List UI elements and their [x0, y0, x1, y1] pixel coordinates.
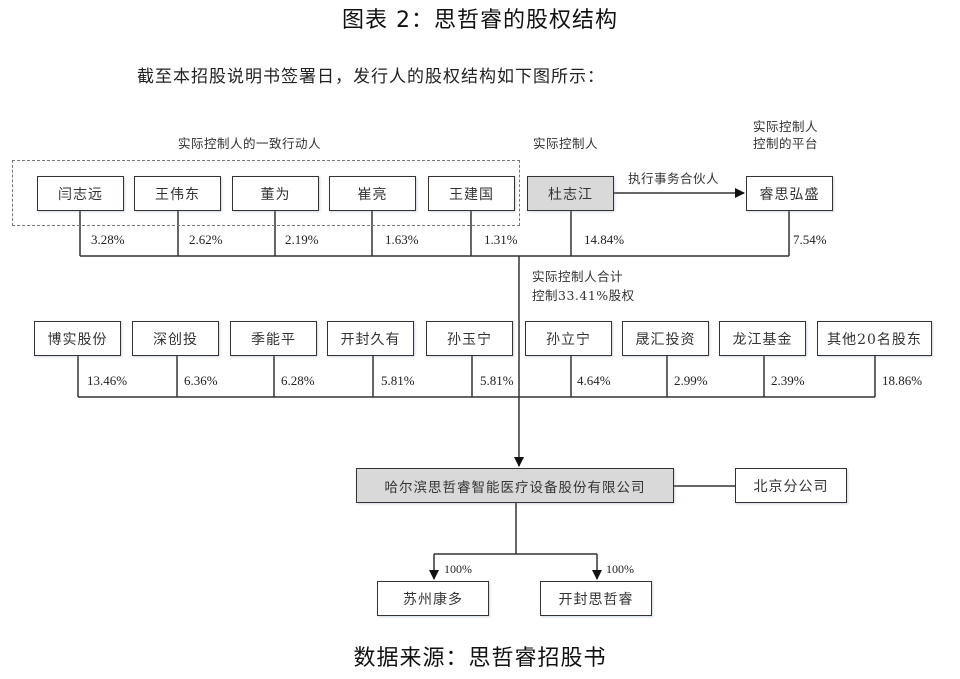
shareholder-box: 晟汇投资 — [622, 321, 709, 356]
stake-percent: 1.63% — [385, 232, 419, 247]
shareholder-box: 孙玉宁 — [426, 321, 513, 356]
shareholder-box: 董为 — [232, 176, 319, 211]
subsidiary-box: 苏州康多 — [377, 581, 489, 616]
shareholder-box: 龙江基金 — [719, 321, 806, 356]
controller-label: 实际控制人 — [533, 136, 599, 151]
stake-percent: 3.28% — [91, 232, 125, 247]
shareholder-box: 其他20名股东 — [817, 321, 932, 356]
stake-percent: 18.86% — [882, 373, 923, 388]
shareholder-box: 博实股份 — [34, 321, 121, 356]
total-control-line1: 实际控制人合计 — [532, 269, 624, 284]
shareholder-box: 孙立宁 — [525, 321, 612, 356]
stake-percent: 7.54% — [793, 232, 827, 247]
stake-percent: 2.39% — [771, 373, 805, 388]
shareholder-box: 深创投 — [132, 321, 219, 356]
stake-percent: 2.62% — [189, 232, 223, 247]
figure-title: 图表 2：思哲睿的股权结构 — [342, 8, 618, 33]
concert-parties-group — [12, 160, 520, 226]
shareholder-box: 季能平 — [230, 321, 317, 356]
stake-percent: 4.64% — [577, 373, 611, 388]
subsidiary-percent: 100% — [606, 562, 634, 576]
stake-percent: 14.84% — [584, 232, 625, 247]
branch-box: 北京分公司 — [735, 468, 847, 503]
intro-text: 截至本招股说明书签署日，发行人的股权结构如下图所示： — [137, 67, 605, 87]
shareholder-box: 王伟东 — [134, 176, 221, 211]
shareholder-box: 崔亮 — [329, 176, 416, 211]
platform-box: 睿思弘盛 — [746, 176, 833, 211]
exec-partner-label: 执行事务合伙人 — [628, 171, 720, 186]
subsidiary-box: 开封思哲睿 — [540, 581, 652, 616]
stake-percent: 2.19% — [285, 232, 319, 247]
stake-percent: 6.36% — [184, 373, 218, 388]
shareholder-box: 闫志远 — [37, 176, 124, 211]
stake-percent: 5.81% — [381, 373, 415, 388]
platform-label-line2: 控制的平台 — [753, 136, 819, 151]
shareholder-box: 王建国 — [428, 176, 515, 211]
stake-percent: 2.99% — [674, 373, 708, 388]
stake-percent: 6.28% — [281, 373, 315, 388]
controller-box: 杜志江 — [527, 176, 614, 211]
total-control-line2: 控制33.41%股权 — [532, 288, 635, 303]
company-box: 哈尔滨思哲睿智能医疗设备股份有限公司 — [356, 468, 674, 503]
stake-percent: 1.31% — [484, 232, 518, 247]
source-note: 数据来源：思哲睿招股书 — [353, 646, 607, 671]
concert-parties-label: 实际控制人的一致行动人 — [178, 136, 322, 151]
stake-percent: 5.81% — [480, 373, 514, 388]
platform-label-line1: 实际控制人 — [753, 119, 819, 134]
subsidiary-percent: 100% — [444, 562, 472, 576]
shareholder-box: 开封久有 — [327, 321, 414, 356]
stake-percent: 13.46% — [87, 373, 128, 388]
